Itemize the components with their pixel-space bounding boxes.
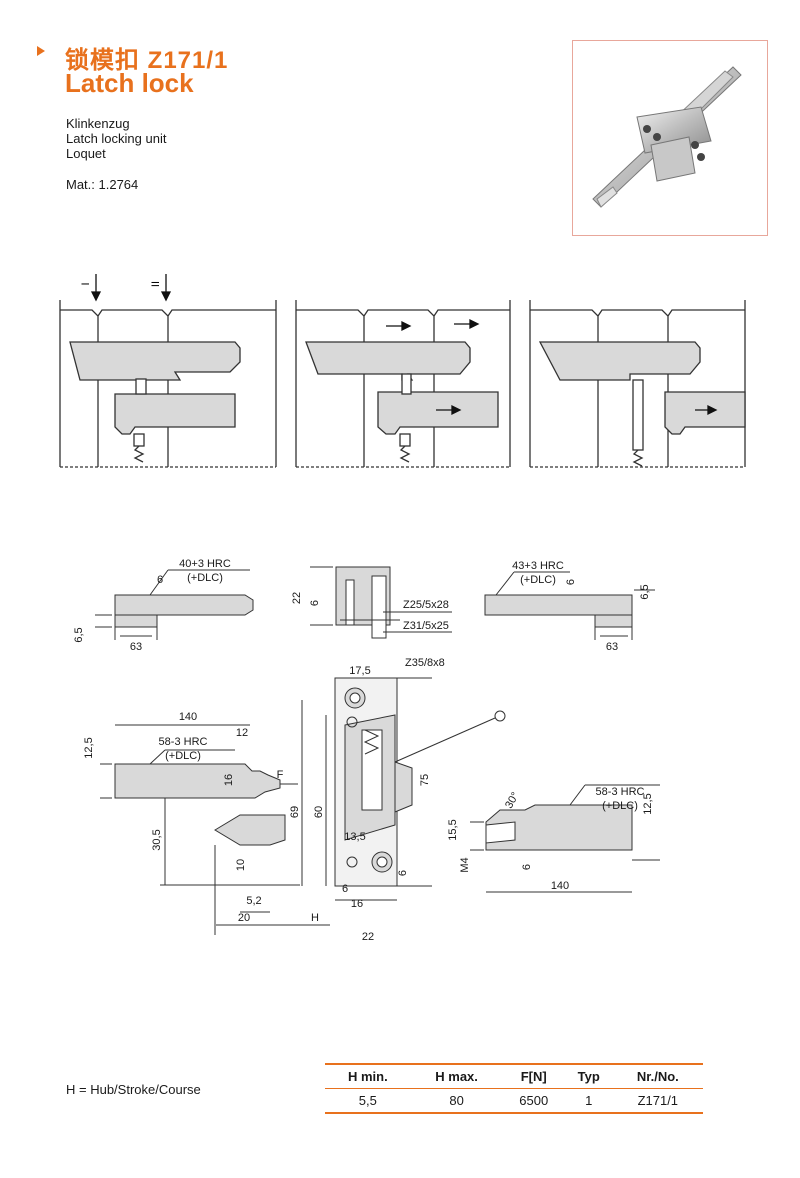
page-title-cn: 锁模扣 Z171/1	[65, 47, 229, 74]
col-typ: Typ	[564, 1063, 613, 1089]
part-d-dim-12-5: 12,5	[83, 737, 95, 758]
part-e-hrc: 58-3 HRC	[596, 786, 645, 798]
part-d-dim-30-5: 30,5	[151, 829, 163, 850]
part-e-m4: M4	[459, 857, 471, 872]
part-e-dim-6: 6	[521, 864, 533, 870]
description-block: Klinkenzug Latch locking unit Loquet	[66, 116, 166, 161]
main-dim-16: 16	[351, 898, 363, 910]
part-d-hrc: 58-3 HRC	[159, 736, 208, 748]
main-dim-20: 20	[238, 912, 250, 924]
sequence-label-ii: II	[150, 281, 162, 287]
col-h-max: H max.	[410, 1063, 503, 1089]
part-b-z31: Z31/5x25	[403, 620, 449, 632]
main-z35: Z35/8x8	[405, 657, 445, 669]
spec-table-header-row: H min. H max. F[N] Typ Nr./No.	[325, 1063, 703, 1089]
main-dim-69: 69	[289, 806, 301, 818]
col-force: F[N]	[502, 1063, 565, 1089]
table-row: 5,5 80 6500 1 Z171/1	[325, 1088, 703, 1114]
main-dim-h: H	[311, 912, 319, 924]
title-marker-icon	[37, 46, 45, 56]
part-c-dlc: (+DLC)	[520, 574, 556, 586]
part-c-hrc: 43+3 HRC	[512, 560, 564, 572]
part-d-dim-12: 12	[236, 727, 248, 739]
part-b-dim-22: 22	[291, 592, 303, 604]
main-dim-13-5: 13,5	[344, 831, 365, 843]
part-a-dlc: (+DLC)	[187, 572, 223, 584]
main-dim-6-left: 6	[342, 883, 348, 895]
description-fr: Loquet	[66, 146, 106, 161]
part-b-dim-6: 6	[309, 600, 321, 606]
part-e-dim-15-5: 15,5	[447, 819, 459, 840]
part-b-z25: Z25/5x28	[403, 599, 449, 611]
stroke-note: H = Hub/Stroke/Course	[66, 1082, 201, 1097]
col-nr: Nr./No.	[612, 1063, 703, 1089]
part-e-dlc: (+DLC)	[602, 800, 638, 812]
part-a-dim-6-5: 6,5	[73, 627, 85, 642]
cell-h-min: 5,5	[325, 1088, 411, 1114]
page-title-en: Latch lock	[65, 68, 194, 98]
col-h-min: H min.	[325, 1063, 411, 1089]
main-dim-60: 60	[313, 806, 325, 818]
description-de: Klinkenzug	[66, 116, 130, 131]
part-a-dim-6: 6	[157, 574, 163, 586]
part-e-dim-140: 140	[551, 880, 569, 892]
part-c-dim-63: 63	[606, 641, 618, 653]
main-dim-5-2: 5,2	[246, 895, 261, 907]
part-c-dim-6: 6	[565, 579, 577, 585]
cell-force: 6500	[502, 1088, 565, 1114]
material-label: Mat.: 1.2764	[66, 177, 139, 192]
part-e-dim-12-5: 12,5	[642, 793, 654, 814]
main-dim-6-right: 6	[397, 870, 409, 876]
main-dim-22: 22	[362, 931, 374, 943]
technical-drawing: 40+3 HRC (+DLC) 6 6,5 63 22 6 Z25/5x28 Z…	[73, 558, 660, 943]
operation-sequence-diagram: I II	[59, 274, 746, 468]
sequence-label-i: I	[80, 282, 92, 285]
product-render-icon	[592, 66, 742, 208]
part-d-dim-16: 16	[223, 774, 235, 786]
description-en: Latch locking unit	[66, 131, 167, 146]
part-d-dlc: (+DLC)	[165, 750, 201, 762]
part-c-dim-6-5: 6,5	[639, 584, 651, 599]
spec-table: H min. H max. F[N] Typ Nr./No. 5,5 80 65…	[325, 1063, 703, 1114]
part-e-dim-30deg: 30°	[503, 790, 522, 810]
cell-nr: Z171/1	[612, 1088, 703, 1114]
part-a-hrc: 40+3 HRC	[179, 558, 231, 570]
part-a-dim-63: 63	[130, 641, 142, 653]
part-d-dim-140: 140	[179, 711, 197, 723]
part-d-force-f: F	[277, 769, 284, 781]
main-dim-17-5: 17,5	[349, 665, 370, 677]
product-photo	[572, 40, 768, 236]
cell-h-max: 80	[410, 1088, 503, 1114]
cell-typ: 1	[564, 1088, 613, 1114]
part-d-dim-10: 10	[235, 859, 247, 871]
main-dim-75: 75	[419, 774, 431, 786]
